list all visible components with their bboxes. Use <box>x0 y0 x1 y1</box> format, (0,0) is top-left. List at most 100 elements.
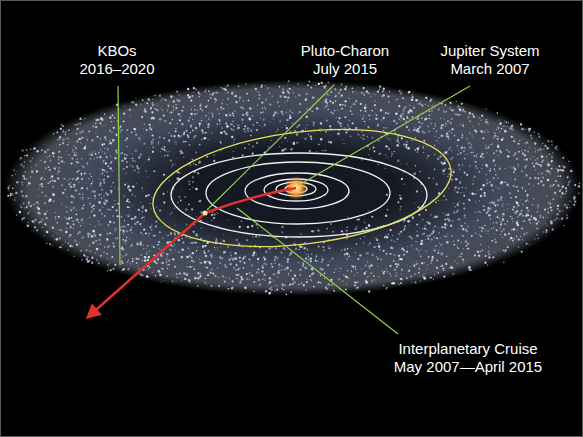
belt-particle <box>366 91 368 93</box>
belt-particle <box>45 167 47 169</box>
belt-particle <box>204 137 207 140</box>
belt-particle <box>424 233 425 234</box>
belt-particle <box>66 206 67 207</box>
belt-particle <box>104 148 105 149</box>
belt-particle <box>66 218 68 220</box>
belt-particle <box>205 255 207 257</box>
belt-particle <box>477 190 479 192</box>
belt-particle <box>547 212 549 214</box>
belt-particle <box>468 199 470 201</box>
belt-particle <box>345 289 347 291</box>
belt-particle <box>411 281 413 283</box>
belt-particle <box>338 271 339 272</box>
belt-particle <box>377 258 379 260</box>
belt-particle <box>95 252 96 253</box>
belt-particle <box>101 172 103 174</box>
belt-particle <box>324 273 326 275</box>
belt-particle <box>351 271 352 272</box>
belt-particle <box>556 168 558 170</box>
belt-particle <box>425 251 427 253</box>
belt-particle <box>495 186 496 187</box>
belt-particle <box>493 222 495 224</box>
belt-particle <box>274 290 276 292</box>
belt-particle <box>527 196 528 197</box>
belt-particle <box>508 122 509 123</box>
belt-particle <box>97 243 99 245</box>
belt-particle <box>110 190 112 192</box>
belt-particle <box>528 200 530 202</box>
belt-particle <box>423 131 425 133</box>
belt-particle <box>140 201 141 202</box>
belt-particle <box>169 214 171 216</box>
belt-particle <box>345 86 347 88</box>
belt-particle <box>435 245 437 247</box>
belt-particle <box>289 284 291 286</box>
belt-particle <box>534 170 536 172</box>
belt-particle <box>261 270 264 273</box>
belt-particle <box>32 220 34 222</box>
belt-particle <box>543 185 544 186</box>
belt-particle <box>447 120 449 122</box>
belt-particle <box>227 98 228 99</box>
belt-particle <box>310 257 312 259</box>
belt-particle <box>466 230 468 232</box>
belt-particle <box>318 83 320 85</box>
belt-particle <box>315 85 316 86</box>
belt-particle <box>214 275 216 277</box>
belt-particle <box>181 190 182 191</box>
belt-particle <box>288 273 289 274</box>
belt-particle <box>269 287 271 289</box>
belt-particle <box>434 274 435 275</box>
belt-particle <box>81 174 82 175</box>
belt-particle <box>306 248 308 250</box>
belt-particle <box>140 134 142 136</box>
belt-particle <box>469 192 470 193</box>
belt-particle <box>325 130 327 132</box>
belt-particle <box>321 261 323 263</box>
belt-particle <box>155 108 157 110</box>
belt-particle <box>127 206 129 208</box>
belt-particle <box>204 277 206 279</box>
belt-particle <box>104 152 106 154</box>
belt-particle <box>232 112 234 114</box>
belt-particle <box>480 251 481 252</box>
belt-particle <box>470 117 472 119</box>
belt-particle <box>400 282 402 284</box>
belt-particle <box>468 226 469 227</box>
belt-particle <box>463 147 465 149</box>
belt-particle <box>370 272 372 274</box>
belt-particle <box>424 262 425 263</box>
belt-particle <box>253 118 255 120</box>
belt-particle <box>80 197 81 198</box>
belt-particle <box>132 185 134 187</box>
belt-particle <box>302 266 304 268</box>
belt-particle <box>368 114 370 116</box>
belt-particle <box>462 259 464 261</box>
belt-particle <box>475 233 476 234</box>
belt-particle <box>390 139 391 140</box>
belt-particle <box>524 167 526 169</box>
belt-particle <box>549 203 551 205</box>
belt-particle <box>239 281 241 283</box>
belt-particle <box>293 143 295 145</box>
belt-particle <box>496 129 497 130</box>
belt-particle <box>196 282 197 283</box>
belt-particle <box>529 222 531 224</box>
belt-particle <box>557 149 559 151</box>
belt-particle <box>413 178 415 180</box>
belt-particle <box>191 242 193 244</box>
belt-particle <box>466 174 468 176</box>
belt-particle <box>262 126 264 128</box>
belt-particle <box>199 123 201 125</box>
belt-particle <box>121 152 123 154</box>
belt-particle <box>73 207 76 210</box>
belt-particle <box>81 219 83 221</box>
belt-particle <box>332 288 334 290</box>
belt-particle <box>208 119 209 120</box>
belt-particle <box>428 222 431 225</box>
belt-particle <box>75 220 77 222</box>
belt-particle <box>152 102 154 104</box>
belt-particle <box>77 161 79 163</box>
belt-particle <box>431 233 433 235</box>
belt-particle <box>342 104 344 106</box>
